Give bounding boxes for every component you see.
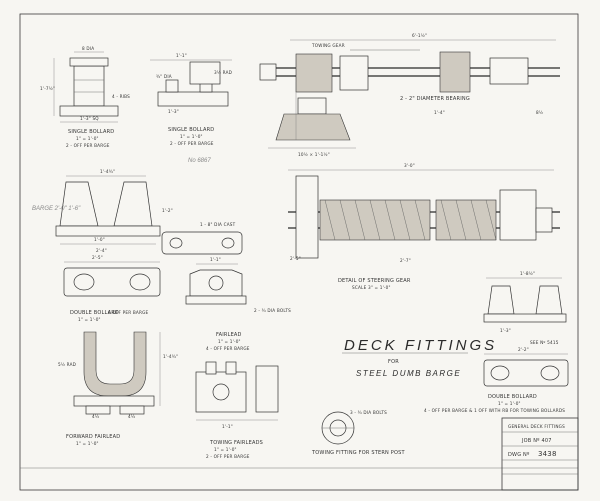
fairlead: 1'-1" 2 - ¾ DIA BOLTS FAIRLEAD 1" = 1'-0…	[185, 257, 291, 351]
svg-text:1'-4": 1'-4"	[434, 110, 445, 115]
svg-text:1'-7½": 1'-7½"	[40, 86, 55, 91]
towing-fitting-label: TOWING FITTING FOR STERN POST	[311, 450, 405, 456]
pencil-ref-number: No 6867	[188, 158, 211, 164]
forward-fairlead-scale: 1" = 1'-0"	[76, 441, 99, 446]
double-bollard-2: 1'-8½" 1'-3" SEE Nº 5415 2'-2" DOUBLE BO…	[424, 271, 569, 413]
pencil-left-note: BARGE 2'-0" 1'-6"	[32, 206, 81, 212]
towing-fitting: 3 - ¾ DIA BOLTS TOWING FITTING FOR STERN…	[311, 410, 405, 456]
single-bollard-2-note: 2 - OFF PER BARGE	[170, 141, 214, 146]
title-block-dwg-number: 3438	[538, 450, 557, 458]
svg-text:10½ × 1'-1½": 10½ × 1'-1½"	[298, 152, 330, 157]
title-main: DECK FITTINGS	[344, 337, 497, 354]
svg-text:4¼: 4¼	[92, 414, 99, 419]
svg-text:SEE Nº 5415: SEE Nº 5415	[530, 340, 559, 345]
svg-text:2'-7": 2'-7"	[400, 258, 411, 263]
svg-text:1'-1": 1'-1"	[222, 424, 233, 429]
svg-text:2'-5": 2'-5"	[92, 255, 103, 260]
svg-text:1'-0": 1'-0"	[94, 237, 105, 242]
title-block: GENERAL DECK FITTINGS JOB Nº 407 DWG Nº …	[501, 417, 579, 491]
forward-fairlead-label: FORWARD FAIRLEAD	[66, 434, 120, 440]
steering-gear-detail: 3'-0" 2'-5" 2'-7" DETAIL OF STEERING GEA…	[288, 163, 560, 290]
double-bollard-2-note: 4 - OFF PER BARGE & 1 OFF WITH RB FOR TO…	[424, 408, 565, 413]
svg-text:¾" DIA: ¾" DIA	[156, 74, 172, 79]
svg-text:3'-0": 3'-0"	[404, 163, 415, 168]
steering-gear-elevation: 6'-1½" TOWING GEAR 10½ × 1'-1½" 2 - 2" D…	[259, 33, 560, 157]
double-bollard-1-elevation: 1'-4¾" 1'-0" 2'-4" 1'-2"	[55, 169, 173, 253]
fairlead-label: FAIRLEAD	[216, 332, 242, 338]
svg-text:1'-3": 1'-3"	[500, 328, 511, 333]
double-bollard-2-scale: 1" = 1'-0"	[498, 401, 521, 406]
towing-fairleads-label: TOWING FAIRLEADS	[209, 440, 263, 446]
single-bollard-1: 8 DIA 1'-7½" 4 - RIBS 1'-3" SQ SINGLE BO…	[40, 46, 130, 148]
towing-fairleads-scale: 1" = 1'-0"	[214, 447, 237, 452]
svg-text:8½: 8½	[536, 110, 543, 115]
svg-text:3½ RAD: 3½ RAD	[214, 70, 232, 75]
towing-fairleads: 1'-1" TOWING FAIRLEADS 1" = 1'-0" 2 - OF…	[195, 361, 279, 459]
svg-text:5½ RAD: 5½ RAD	[58, 362, 76, 367]
svg-text:1'-3": 1'-3"	[168, 109, 179, 114]
svg-text:1'-1": 1'-1"	[176, 53, 187, 58]
single-bollard-1-label: SINGLE BOLLARD	[68, 129, 114, 135]
single-bollard-2-label: SINGLE BOLLARD	[168, 127, 214, 133]
svg-text:4¼: 4¼	[128, 414, 135, 419]
fairlead-scale: 1" = 1'-0"	[218, 339, 241, 344]
svg-text:TOWING GEAR: TOWING GEAR	[311, 43, 345, 48]
drawing-title: DECK FITTINGS FOR STEEL DUMB BARGE	[342, 337, 497, 378]
svg-text:1'-4¾": 1'-4¾"	[163, 354, 178, 359]
steering-detail-label: DETAIL OF STEERING GEAR	[338, 278, 411, 284]
title-block-dwg-label: DWG Nº	[508, 452, 530, 458]
fairlead-note: 4 - OFF PER BARGE	[206, 346, 250, 351]
single-bollard-1-scale: 1" = 1'-0"	[76, 136, 99, 141]
svg-text:GENERAL DECK FITTINGS: GENERAL DECK FITTINGS	[508, 424, 565, 429]
towing-fairleads-note: 2 - OFF PER BARGE	[206, 454, 250, 459]
svg-text:2 - ¾ DIA BOLTS: 2 - ¾ DIA BOLTS	[254, 308, 291, 313]
forward-fairlead: 1'-4¾" 5½ RAD 4¼ 4¼ FORWARD FAIRLEAD 1" …	[58, 331, 178, 446]
svg-text:3 - ¾ DIA BOLTS: 3 - ¾ DIA BOLTS	[350, 410, 387, 415]
sheet-border	[19, 13, 579, 491]
steering-bearing-label: 2 - 2" DIAMETER BEARING	[400, 96, 470, 102]
double-bollard-1-label: DOUBLE BOLLARD	[70, 310, 119, 316]
title-for: FOR	[388, 359, 399, 365]
svg-text:1'-1": 1'-1"	[210, 257, 221, 262]
svg-text:8 DIA: 8 DIA	[82, 46, 94, 51]
svg-text:4 - RIBS: 4 - RIBS	[112, 94, 130, 99]
single-bollard-2: 1'-1" ¾" DIA 3½ RAD 1'-3" SINGLE BOLLARD…	[150, 53, 232, 146]
double-bollard-1-scale: 1" = 1'-0"	[78, 317, 101, 322]
double-bollard-1-plan: 2'-5" DOUBLE BOLLARD 1" = 1'-0" 6 OFF PE…	[63, 255, 161, 322]
single-bollard-2-scale: 1" = 1'-0"	[180, 134, 203, 139]
steering-base-plate: 1 - 8" DIA CAST	[161, 222, 243, 255]
svg-text:1'-3" SQ: 1'-3" SQ	[80, 116, 99, 121]
steering-detail-scale: SCALE 3" = 1'-0"	[352, 285, 391, 290]
svg-text:1'-4¾": 1'-4¾"	[100, 169, 115, 174]
svg-text:2'-5": 2'-5"	[290, 256, 301, 261]
double-bollard-2-label: DOUBLE BOLLARD	[488, 394, 537, 400]
single-bollard-1-note: 2 - OFF PER BARGE	[66, 143, 110, 148]
svg-text:1 - 8" DIA CAST: 1 - 8" DIA CAST	[200, 222, 236, 227]
svg-text:1'-8½": 1'-8½"	[520, 271, 535, 276]
svg-text:1'-2": 1'-2"	[162, 208, 173, 213]
title-block-job: JOB Nº 407	[521, 438, 552, 444]
svg-text:2'-4": 2'-4"	[96, 248, 107, 253]
double-bollard-1-note: 6 OFF PER BARGE	[108, 310, 149, 315]
svg-text:6'-1½": 6'-1½"	[412, 33, 427, 38]
svg-text:2'-2": 2'-2"	[518, 347, 529, 352]
title-sub: STEEL DUMB BARGE	[356, 369, 461, 378]
